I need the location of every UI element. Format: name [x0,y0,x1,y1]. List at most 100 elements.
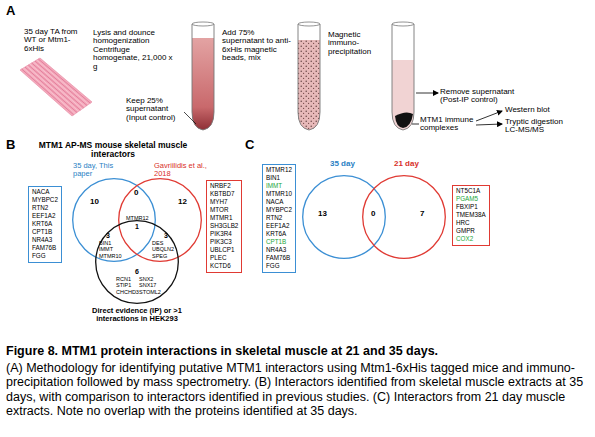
step-note: Tryptic digestion LC-MS/MS [505,118,577,135]
bead-mixture [298,40,320,130]
step-note: Lysis and dounce homogenization Centrifu… [93,29,175,71]
tube-outline [392,24,414,130]
protein-name: MTMR12 [266,166,292,174]
protein-name: KCTD6 [210,262,238,270]
tube-rim [192,22,214,26]
count-number: 13 [318,210,327,218]
panel-heading: MTM1 AP-MS mouse skeletal muscle interac… [38,141,188,159]
protein-name: PIK3C3 [210,238,238,246]
protein-name: MTOR [210,206,238,214]
protein-name: EEF1A2 [266,222,292,230]
protein-name: KRT6A [32,220,58,228]
count-number: 0 [134,189,138,197]
circle-heading: Direct evidence (IP) or >1 interactions … [80,307,194,323]
protein-list: SNX2 SNX17 STOML2 [139,276,161,295]
muscle-fiber [35,61,87,106]
circle-ring [96,221,179,304]
protein-name: MTMR12 [126,216,149,222]
protein-name: NACA [32,188,58,196]
tube-rim [298,22,320,26]
protein-name: IMMT [266,182,292,190]
muscle-fiber [30,64,82,109]
protein-name: CPT1B [32,228,58,236]
protein-list-box: MTMR12BIN1IMMTMTMR10NACAMYBPC2RTN2EEF1A2… [262,164,296,273]
protein-name: NR4A3 [32,236,58,244]
figure-title: Figure 8. MTM1 protein interactions in s… [6,344,591,358]
count-number: 3 [106,232,110,239]
count-number: 10 [90,198,99,206]
protein-name: HRC [456,219,486,227]
protein-name: MYH7 [210,198,238,206]
protein-name: FBXIP1 [456,203,486,211]
protein-name: NR4A3 [266,246,292,254]
protein-name: NT5C1A [456,187,486,195]
sample-label: 35 day TA from WT or Mtm1-6xHis [24,28,86,53]
protein-name: MTMR10 [266,190,292,198]
protein-name: FGG [32,252,58,260]
protein-name: CPT1B [266,238,292,246]
count-number: 1 [135,223,139,230]
figure-caption: (A) Methodology for identifying putative… [6,361,592,418]
protein-list-box: NACAMYBPC2RTN2EEF1A2KRT6ACPT1BNR4A3FAM76… [28,186,62,263]
protein-name: PGAM5 [456,195,486,203]
leader-line [184,112,196,124]
muscle-fiber [33,62,85,107]
protein-list: BIN1 IMMT MTMR10 [99,240,122,259]
protein-name: NRBF2 [210,182,238,190]
protein-name: GMPR [456,227,486,235]
tube-outline [192,24,214,130]
circle-heading: 21 day [394,160,444,168]
panel-letter: C [245,138,254,152]
protein-name: NACA [266,198,292,206]
protein-name: TMEM38A [456,211,486,219]
protein-name: FAM76B [266,254,292,262]
muscle-fill [20,58,92,116]
protein-name: KRT6A [266,230,292,238]
flow-line [412,124,419,125]
circle-ring [363,176,446,259]
protein-name: MYBPC2 [32,196,58,204]
step-note: Magnetic immuno-precipitation [328,31,388,56]
step-note: Add 75% supernatant to anti-6xHis magnet… [222,29,294,63]
protein-name: SH3GLB2 [210,222,238,230]
protein-name: RTN2 [32,204,58,212]
count-number: 6 [135,268,139,275]
muscle-fiber [37,60,89,104]
protein-name: UBLCP1 [210,246,238,254]
count-number: 12 [178,198,187,206]
lysate-liquid [192,38,214,130]
tube-outline [298,24,320,130]
panel-letter: A [6,4,15,18]
protein-list-box: NRBF2KBTBD7MYH7MTORMTMR1SH3GLB2PIK3R4PIK… [206,180,242,273]
muscle-tissue: 35 day TA from WT or Mtm1-6xHis [16,26,94,118]
protein-name: MYBPC2 [266,206,292,214]
circle-ring [73,179,156,262]
protein-name: MTMR1 [210,214,238,222]
protein-list: RCN1 STIP1 CHCHD3 [116,276,139,295]
panel-letter: B [6,138,15,152]
step-note: Western blot [505,106,550,114]
protein-name: KBTBD7 [210,190,238,198]
count-number: 3 [164,232,168,239]
protein-name: FGG [266,262,292,270]
protein-name: COX2 [456,235,486,243]
supernatant-liquid [392,60,414,130]
protein-name: RTN2 [266,214,292,222]
protein-list-box: NT5C1APGAM5FBXIP1TMEM38AHRCGMPRCOX2 [452,185,490,246]
flow-arrow [476,124,502,125]
protein-list: DES UBQLN2 SPEG [152,240,174,259]
protein-name: BIN1 [266,174,292,182]
circle-ring [119,179,202,262]
protein-name: PIK3R4 [210,230,238,238]
protein-name: EEF1A2 [32,212,58,220]
circle-heading: 35 day [330,160,380,168]
circle-heading: 35 day, This paper [73,162,118,178]
count-number: 0 [371,210,375,218]
flow-arrow [416,93,438,94]
protein-name: FAM76B [32,244,58,252]
circle-heading: Gavriilidis et al., 2018 [154,162,224,178]
tube-rim [392,22,414,26]
step-note: Remove supernatant (Post-IP control) [440,88,520,105]
muscle-fiber [38,59,90,103]
